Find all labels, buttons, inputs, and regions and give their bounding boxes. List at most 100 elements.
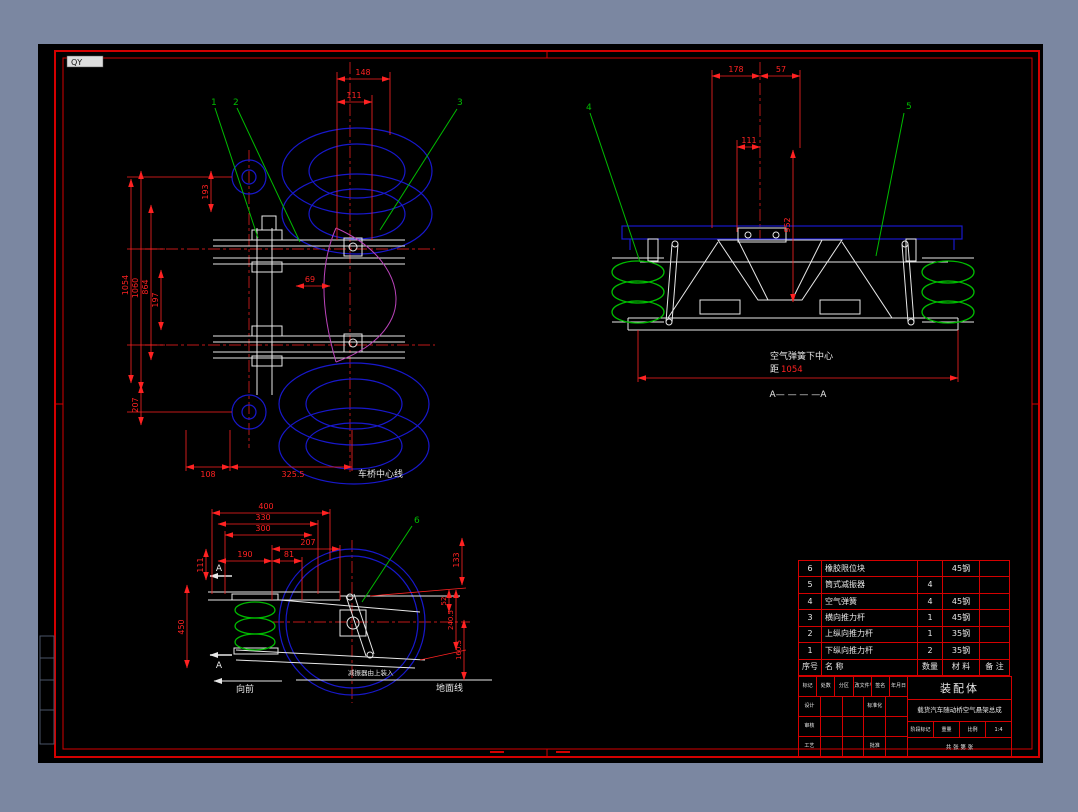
dim-325-5: 325.5	[282, 470, 305, 479]
dim-111-side: 111	[196, 557, 205, 572]
dim-178: 178	[728, 65, 743, 74]
dim-108: 108	[200, 470, 215, 479]
standard-label: 标准化	[864, 697, 887, 716]
part-name: 筒式减振器	[822, 577, 918, 593]
blank-cell	[864, 717, 887, 736]
stamp-box: QY	[66, 55, 104, 68]
blank-cell	[843, 737, 865, 756]
side-section-markers: A A	[209, 564, 232, 671]
dim-952: 952	[783, 217, 792, 232]
forward-label: 向前	[236, 683, 254, 695]
drawing-title: 载货汽车随动桥空气悬架总成	[908, 700, 1011, 722]
install-note: 减振器由上装入	[348, 668, 394, 677]
part-note	[980, 643, 1009, 658]
ground-line-label: 地面线	[436, 682, 463, 694]
stage-label: 阶段标记	[908, 722, 934, 737]
part-note	[980, 627, 1009, 642]
side-labels: 向前 地面线 减振器由上装入	[213, 668, 463, 695]
dim-57: 57	[776, 65, 786, 74]
process-label: 工艺	[799, 737, 821, 756]
table-header-row: 序号 名 称 数量 材 料 备 注	[798, 658, 1010, 676]
callout-2-label: 2	[233, 98, 239, 108]
dim-111-rear: 111	[741, 136, 756, 145]
approve-label: 批准	[864, 737, 887, 756]
part-name: 横向推力杆	[822, 610, 918, 626]
dim-193: 193	[201, 184, 210, 199]
callout-1-label: 1	[211, 98, 217, 108]
revision-header-row: 标记 处数 分区 更改文件号 签名 年月日	[799, 677, 907, 697]
callout-5-label: 5	[906, 102, 912, 112]
dim-81: 81	[284, 550, 294, 559]
part-qty: 4	[918, 593, 943, 610]
rev-mark-label: 标记	[799, 677, 818, 696]
title-block-name-area: 装配体 载货汽车随动桥空气悬架总成 阶段标记 重量 比例 1:4 共 张 第 张	[908, 677, 1011, 756]
side-view: 6 A A	[177, 502, 492, 703]
check-row: 审核	[799, 717, 907, 737]
check-label: 审核	[799, 717, 821, 736]
part-note	[980, 577, 1009, 592]
rear-dimensions: 178 57 111 952 空气弹簧下中心 距 1054 A— — — —A	[637, 65, 959, 400]
rev-count-label: 处数	[817, 677, 836, 696]
side-callouts: 6	[361, 516, 420, 603]
part-name: 空气弹簧	[822, 593, 918, 610]
section-aa-label: A— — — —A	[770, 390, 828, 400]
part-qty: 1	[918, 626, 943, 643]
table-row: 3 横向推力杆 1 45钢	[798, 609, 1010, 626]
dim-207-side: 207	[300, 538, 315, 547]
dim-450: 450	[177, 619, 186, 634]
part-no: 6	[799, 561, 822, 577]
stamp-label: QY	[71, 58, 82, 67]
plan-view: 1 2 3	[121, 62, 463, 485]
side-suspension-structure	[208, 591, 492, 681]
spring-center-label: 空气弹簧下中心	[770, 350, 833, 362]
dim-111-plan: 111	[346, 91, 361, 100]
scale-value: 1:4	[994, 726, 1003, 733]
parts-list-table: 6 橡胶限位块 45钢 5 筒式减振器 4 4 空气弹簧 4 45钢 3 横向推…	[798, 560, 1010, 676]
dim-69: 69	[305, 275, 315, 284]
blank-cell	[821, 697, 843, 716]
side-air-spring	[234, 601, 276, 651]
rev-file-label: 更改文件号	[854, 677, 872, 696]
part-no: 2	[799, 626, 822, 643]
callout-3-label: 3	[457, 98, 463, 108]
weight-label: 重量	[934, 722, 960, 737]
part-qty: 2	[918, 643, 943, 659]
part-note	[980, 594, 1009, 609]
title-block-revision-area: 标记 处数 分区 更改文件号 签名 年月日 设计 标准化 审核 工艺 批准	[799, 677, 908, 756]
part-qty: 4	[918, 577, 943, 593]
blank-cell	[843, 717, 865, 736]
dim-240-5: 240.5	[447, 610, 455, 630]
dim-207-plan: 207	[131, 397, 140, 412]
dim-1054-plan: 1054	[121, 275, 130, 295]
part-material: 45钢	[943, 593, 980, 610]
blank-cell	[886, 737, 907, 756]
part-qty	[918, 561, 943, 577]
plan-dimensions: 148 111 69 1054 1060 864 197 193 207 108…	[121, 68, 403, 480]
section-a-bottom: A	[216, 661, 223, 671]
part-no: 1	[799, 643, 822, 659]
dim-330: 330	[255, 513, 270, 522]
blank-cell	[821, 737, 843, 756]
design-row: 设计 标准化	[799, 697, 907, 717]
dim-190: 190	[237, 550, 252, 559]
rear-view: 4 5 178 57 111 952 空气弹簧下中心 距 1054	[586, 62, 975, 400]
rev-date-label: 年月日	[890, 683, 906, 689]
spring-center-prefix: 距	[770, 364, 779, 375]
axle-centerline-label: 车桥中心线	[358, 468, 403, 480]
side-dimensions: 400 330 300 190 81 207 111 133 450 52 24…	[177, 502, 467, 681]
table-row: 4 空气弹簧 4 45钢	[798, 592, 1010, 610]
header-qty: 数量	[918, 659, 943, 675]
margin-boxes	[39, 635, 55, 745]
rev-sign-label: 签名	[872, 677, 890, 696]
dim-864: 864	[141, 279, 150, 294]
part-no: 4	[799, 593, 822, 610]
part-qty: 1	[918, 610, 943, 626]
dim-1054-rear: 1054	[781, 365, 803, 375]
section-a-top: A	[216, 564, 223, 574]
part-no: 3	[799, 610, 822, 626]
header-note: 备 注	[985, 662, 1004, 672]
blank-cell	[886, 717, 907, 736]
part-name: 下纵向推力杆	[822, 643, 918, 659]
